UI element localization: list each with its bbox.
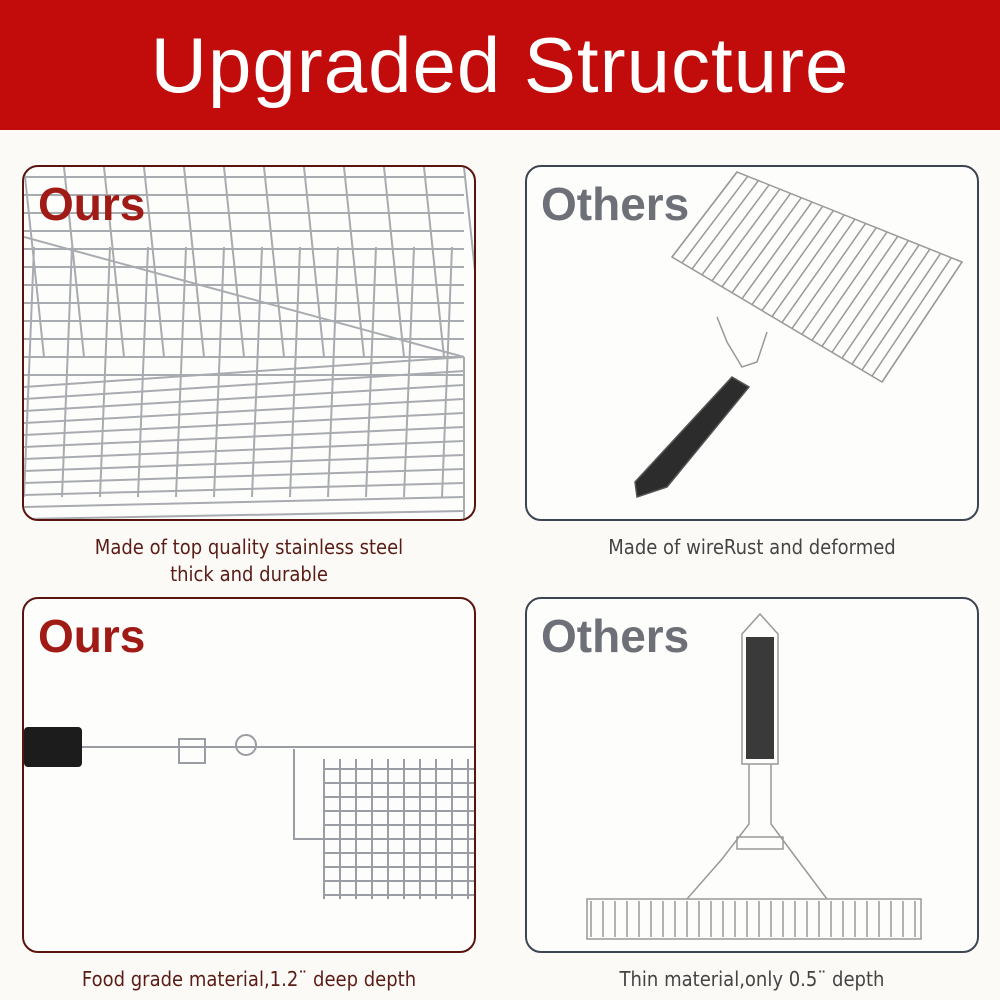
ours-panel-1: Ours xyxy=(22,165,476,521)
caption-line: Thin material,only 0.5¨ depth xyxy=(619,967,885,991)
others-label: Others xyxy=(541,610,690,662)
caption-line: Made of top quality stainless steel xyxy=(94,535,404,559)
others-label: Others xyxy=(541,178,690,230)
caption-line: Food grade material,1.2¨ deep depth xyxy=(81,967,417,991)
basket-side-view-image xyxy=(24,727,474,899)
others-caption-2: Thin material,only 0.5¨ depth xyxy=(548,966,957,993)
ours-panel-2: Ours xyxy=(22,597,476,953)
thin-grill-basket-image xyxy=(586,612,922,940)
ours-label: Ours xyxy=(38,610,146,662)
title-banner: Upgraded Structure xyxy=(0,0,1000,130)
ours-caption-1: Made of top quality stainless steel thic… xyxy=(45,534,454,588)
ours-label: Ours xyxy=(38,178,146,230)
caption-line: Made of wireRust and deformed xyxy=(608,535,896,559)
ours-caption-2: Food grade material,1.2¨ deep depth xyxy=(45,966,454,993)
others-panel-2: Others xyxy=(525,597,979,953)
page-title: Upgraded Structure xyxy=(150,20,850,109)
others-panel-1: Others xyxy=(525,165,979,521)
others-caption-1: Made of wireRust and deformed xyxy=(548,534,957,561)
deep-basket-image xyxy=(24,167,474,519)
caption-line: thick and durable xyxy=(170,562,328,586)
flat-grill-basket-image xyxy=(634,171,964,498)
